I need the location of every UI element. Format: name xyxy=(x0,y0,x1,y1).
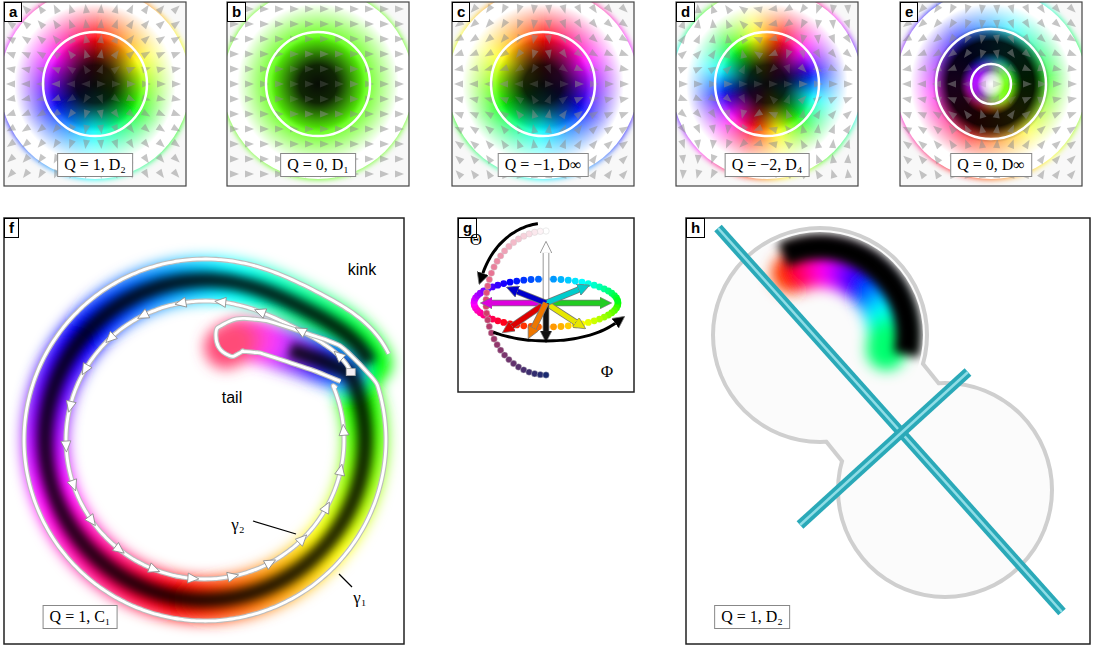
boundary-circle xyxy=(491,32,595,136)
peanut-panel xyxy=(686,218,1090,644)
annotation: tail xyxy=(222,389,242,407)
direction-arrows xyxy=(61,296,349,584)
boundary-circle xyxy=(266,32,370,136)
panel-frame xyxy=(4,218,404,644)
charge-label: Q = 0, D∞ xyxy=(950,153,1032,177)
texture-panel xyxy=(676,2,858,186)
phi-arrow xyxy=(493,322,617,341)
boundary-circle xyxy=(971,64,1011,104)
panel-letter: h xyxy=(686,218,705,238)
panel-frame xyxy=(458,218,634,392)
rod xyxy=(718,228,1062,612)
texture-panel xyxy=(227,2,409,186)
panel-frame xyxy=(4,2,186,186)
spin-arrow xyxy=(532,303,546,330)
spin-arrow xyxy=(546,289,581,303)
panel-frame xyxy=(686,218,1090,644)
panel-letter: b xyxy=(227,2,246,22)
panel-letter: e xyxy=(900,2,918,22)
texture-panel xyxy=(900,2,1082,186)
charge-label: Q = 1, D₂ xyxy=(714,605,790,629)
leader-line xyxy=(339,574,352,587)
boundary-circle xyxy=(936,29,1046,139)
boundary-circle xyxy=(43,32,147,136)
annotation: kink xyxy=(348,261,376,279)
leader-line xyxy=(253,521,296,534)
rod xyxy=(800,372,968,525)
panel-letter: f xyxy=(4,218,19,238)
curve-label: γ₁ xyxy=(353,589,366,607)
spin-arrow xyxy=(544,251,549,303)
charge-label: Q = −2, D₄ xyxy=(725,153,810,177)
boundary-line xyxy=(24,259,389,621)
charge-label: Q = −1, D∞ xyxy=(498,153,589,177)
charge-label: Q = 1, C₁ xyxy=(43,605,118,629)
boundary-line xyxy=(66,301,351,579)
panel-frame xyxy=(676,2,858,186)
kink-marker xyxy=(346,369,355,376)
panel-frame xyxy=(227,2,409,186)
charge-label: Q = 0, D₁ xyxy=(280,153,356,177)
panel-letter: a xyxy=(4,2,22,22)
panel-frame xyxy=(900,2,1082,186)
spiral-panel xyxy=(4,218,404,644)
angle-label: Θ xyxy=(470,231,482,249)
panel-letter: c xyxy=(452,2,470,22)
boundary-circle xyxy=(715,32,819,136)
angle-label: Φ xyxy=(601,363,613,381)
spin-arrow xyxy=(546,303,578,324)
curve-label: γ₂ xyxy=(231,516,244,534)
spin-arrow xyxy=(515,291,546,303)
theta-arrow xyxy=(482,224,538,276)
panel-letter: d xyxy=(676,2,695,22)
texture-panel xyxy=(452,2,634,186)
panel-frame xyxy=(452,2,634,186)
texture-panel xyxy=(4,2,186,186)
spin-sphere xyxy=(458,218,634,392)
charge-label: Q = 1, D₂ xyxy=(57,153,133,177)
